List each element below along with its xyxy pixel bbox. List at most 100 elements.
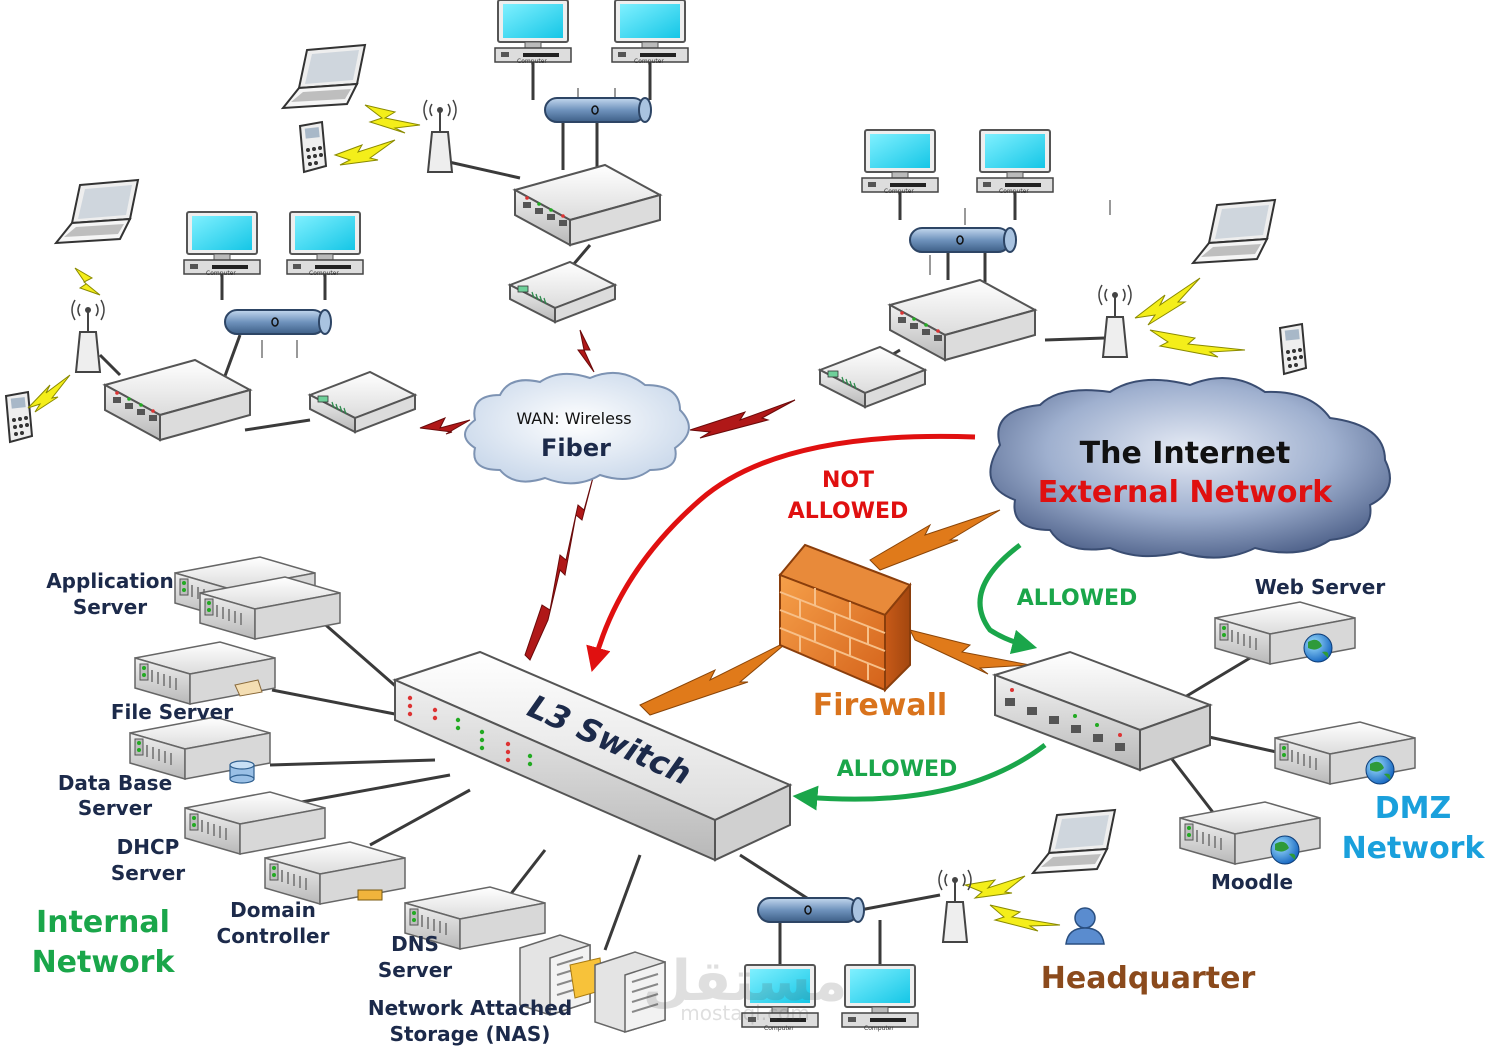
watermark: مستقل mostaql.com — [643, 949, 848, 1025]
moodle-server-icon — [1179, 801, 1321, 865]
wan-label-line1: WAN: Wireless — [516, 409, 631, 428]
internet-cloud: The Internet External Network — [989, 376, 1391, 559]
dmz-servers — [1179, 601, 1416, 865]
internet-label-line1: The Internet — [1080, 436, 1291, 471]
database-server-label: Server — [78, 796, 152, 820]
computer-icon — [494, 0, 572, 63]
moodle-label: Moodle — [1211, 870, 1293, 894]
top-branch: Computer Computer — [282, 0, 689, 323]
svg-text:Computer: Computer — [884, 188, 914, 195]
svg-text:Computer: Computer — [864, 1025, 894, 1032]
dmz-switch-icon — [991, 650, 1213, 772]
computer-icon — [183, 211, 261, 275]
computer-icon — [861, 129, 939, 193]
web-server-label: Web Server — [1255, 575, 1386, 599]
phone-icon — [5, 391, 33, 443]
key-icon — [357, 889, 383, 901]
user-icon — [1065, 907, 1105, 945]
access-point-icon — [423, 99, 457, 173]
application-server-label: Application — [46, 569, 174, 593]
access-point-icon — [938, 869, 972, 943]
svg-text:Computer: Computer — [309, 270, 339, 277]
wan-label-line2: Fiber — [541, 434, 611, 462]
firewall-links — [639, 509, 1031, 716]
allowed-arrow-top — [977, 543, 1038, 655]
allowed-label-top: ALLOWED — [1017, 586, 1138, 611]
file-server-label: File Server — [111, 700, 233, 724]
hub-icon — [909, 227, 1017, 253]
nas-icon — [519, 934, 666, 1034]
server-icon — [1274, 721, 1416, 785]
domain-controller-icon — [264, 841, 406, 905]
hub-icon — [224, 309, 332, 335]
internal-network-title: Network — [32, 945, 176, 980]
internal-servers — [129, 556, 666, 1034]
dmz-network-title: DMZ — [1375, 791, 1452, 826]
laptop-icon — [1032, 809, 1116, 874]
switch-icon — [104, 359, 251, 441]
not-allowed-label-line1: NOT — [822, 468, 874, 493]
file-server-icon — [134, 641, 276, 705]
computer-icon — [841, 964, 919, 1028]
modem-icon — [509, 261, 616, 323]
nas-label: Storage (NAS) — [390, 1022, 551, 1046]
dhcp-server-label: Server — [111, 861, 185, 885]
l3-switch-icon — [392, 650, 793, 862]
hub-icon — [544, 97, 652, 123]
internal-labels: Application Server File Server Data Base… — [32, 569, 573, 1046]
allowed-arrow-bottom — [792, 743, 1047, 811]
wan-links — [419, 329, 796, 661]
firewall-label: Firewall — [813, 688, 947, 723]
watermark-latin: mostaql.com — [680, 1001, 810, 1025]
firewall-icon — [778, 543, 912, 693]
nas-label: Network Attached — [368, 996, 572, 1020]
dmz-network-title: Network — [1342, 831, 1486, 866]
computer-icon — [976, 129, 1054, 193]
access-point-icon — [1098, 284, 1132, 358]
application-server-label: Server — [73, 595, 147, 619]
watermark-arabic: مستقل — [643, 949, 848, 1014]
headquarter-title: Headquarter — [1041, 961, 1256, 996]
policy-arrows: NOT ALLOWED ALLOWED ALLOWED — [586, 433, 1138, 811]
phone-icon — [1279, 323, 1307, 375]
computer-icon — [611, 0, 689, 63]
switch-icon — [889, 279, 1036, 361]
svg-text:Computer: Computer — [517, 58, 547, 65]
dns-server-label: Server — [378, 958, 452, 982]
folder-icon — [234, 679, 263, 697]
access-point-icon — [71, 299, 105, 373]
phone-icon — [299, 121, 327, 173]
switch-icon — [514, 164, 661, 246]
svg-text:Computer: Computer — [634, 58, 664, 65]
dhcp-server-icon — [184, 791, 326, 855]
wan-cloud: WAN: Wireless Fiber — [464, 371, 690, 485]
wireless-links — [27, 104, 1246, 932]
domain-controller-label: Domain — [230, 898, 316, 922]
cable-lines — [98, 60, 1291, 970]
laptop-icon — [55, 179, 139, 244]
database-icon — [229, 760, 255, 784]
computer-icon — [286, 211, 364, 275]
laptop-icon — [282, 44, 366, 109]
modem-icon — [819, 346, 926, 408]
web-server-icon — [1214, 601, 1356, 665]
dmz-labels: Web Server Moodle DMZ Network — [1211, 575, 1486, 894]
not-allowed-arrow — [586, 433, 976, 673]
domain-controller-label: Controller — [217, 924, 330, 948]
svg-text:Computer: Computer — [764, 1025, 794, 1032]
left-branch: Computer Computer — [5, 179, 416, 443]
internet-label-line2: External Network — [1038, 475, 1334, 510]
right-branch: Computer Computer — [819, 129, 1307, 408]
allowed-label-bottom: ALLOWED — [837, 757, 958, 782]
headquarter-branch: Computer Computer — [741, 809, 1116, 1032]
svg-text:Computer: Computer — [206, 270, 236, 277]
modem-icon — [309, 371, 416, 433]
laptop-icon — [1192, 199, 1276, 264]
svg-text:Computer: Computer — [999, 188, 1029, 195]
not-allowed-label-line2: ALLOWED — [788, 499, 909, 524]
database-server-label: Data Base — [58, 771, 172, 795]
internal-network-title: Internal — [36, 905, 170, 940]
hub-icon — [757, 897, 865, 923]
dhcp-server-label: DHCP — [117, 835, 180, 859]
